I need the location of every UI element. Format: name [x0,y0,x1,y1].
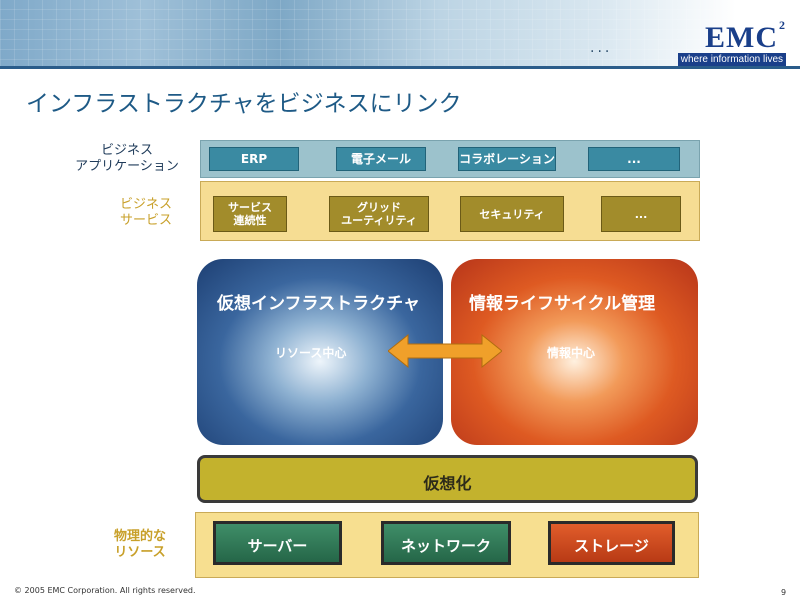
header-rule [0,66,800,69]
ilm-title: 情報ライフサイクル管理 [469,294,656,314]
service-grid-utility: グリッドユーティリティ [329,196,429,232]
double-arrow-icon [388,334,502,368]
virtual-infrastructure-title: 仮想インフラストラクチャ [217,294,420,314]
app-email: 電子メール [336,147,426,171]
logo-mark: EMC2 [705,18,786,54]
app-collaboration: コラボレーション [458,147,556,171]
physical-resources-label: 物理的な リソース [113,529,166,560]
business-services-label: ビジネス サービス [119,197,172,228]
logo-tagline: where information lives [677,53,786,66]
information-centric-label: 情報中心 [547,346,596,360]
header-banner: ... EMC2 where information lives [0,0,800,66]
app-erp: ERP [209,147,299,171]
resource-storage: ストレージ [548,521,675,565]
slide-title: インフラストラクチャをビジネスにリンク [26,91,462,117]
page-number: 9 [781,588,787,597]
banner-dots: ... [590,40,613,56]
emc-logo: EMC2 where information lives [677,10,786,66]
copyright-footer: © 2005 EMC Corporation. All rights reser… [14,586,196,595]
service-continuity: サービス連続性 [213,196,287,232]
app-more: ... [588,147,680,171]
virtual-infrastructure-box: 仮想インフラストラクチャ リソース中心 [197,259,443,445]
service-security: セキュリティ [460,196,564,232]
resource-server: サーバー [213,521,342,565]
resource-centric-label: リソース中心 [275,346,347,360]
banner-texture [0,0,800,66]
ilm-box: 情報ライフサイクル管理 情報中心 [451,259,698,445]
virtualization-bar: 仮想化 [197,455,698,503]
business-applications-label: ビジネス アプリケーション [75,143,179,174]
virtualization-label: 仮想化 [423,474,472,493]
resource-network: ネットワーク [381,521,511,565]
service-more: ... [601,196,681,232]
